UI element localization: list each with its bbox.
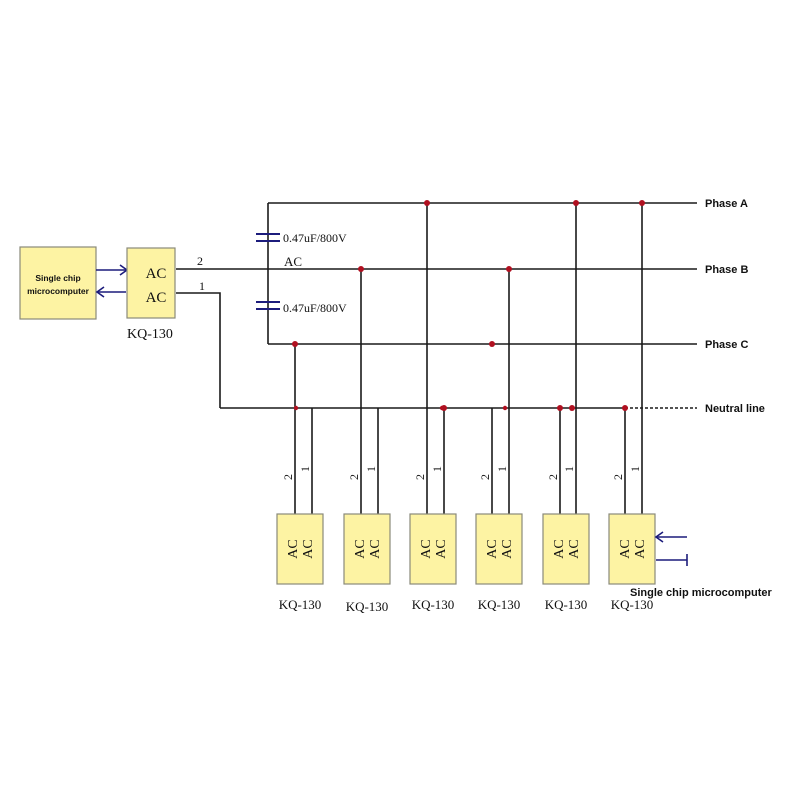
phase-busbars (176, 202, 697, 409)
junction-dot (424, 200, 430, 206)
relay-6-ac2: AC (633, 539, 648, 558)
relay-3-ac1: AC (419, 539, 434, 558)
main-relay-pin1: 1 (199, 279, 205, 293)
relay-5-ac2: AC (567, 539, 582, 558)
junction-dot (569, 405, 575, 411)
capacitor-ac-label: AC (284, 254, 302, 269)
right-mcu-signals (654, 531, 688, 566)
relay-2-pin2: 2 (347, 474, 361, 480)
junction-dot (439, 405, 445, 411)
main-relay-pin2: 2 (197, 254, 203, 268)
main-relay-ac1: AC (146, 266, 167, 282)
junction-dot (292, 341, 298, 347)
main-relay-wire-1 (176, 292, 221, 408)
relay-3-box (409, 513, 457, 585)
mcu-label-line1: Single chip (35, 273, 80, 283)
junction-dots (292, 200, 645, 411)
junction-dot (557, 405, 563, 411)
relay-to-mcu-arrowhead (95, 286, 105, 298)
relay-5-model: KQ-130 (545, 597, 588, 612)
relay-6-ac1: AC (618, 539, 633, 558)
phase-c-label: Phase C (705, 339, 748, 351)
right-mcu-input-arrowhead (654, 531, 664, 543)
relay-2-model: KQ-130 (346, 599, 389, 614)
junction-dot (573, 200, 579, 206)
relay-4-pin1: 1 (495, 466, 509, 472)
junction-dot (358, 266, 364, 272)
relay-2-ac2: AC (368, 539, 383, 558)
right-mcu-label: Single chip microcomputer (630, 587, 773, 599)
main-relay-box (126, 247, 176, 319)
relay-5-box (542, 513, 590, 585)
relay-1-ac1: AC (286, 539, 301, 558)
relay-1-pin1: 1 (298, 466, 312, 472)
junction-dot (502, 405, 508, 411)
relay-1-box (276, 513, 324, 585)
relay-5-pin1: 1 (562, 466, 576, 472)
main-controller: Single chip microcomputer AC AC KQ-130 2… (19, 246, 221, 408)
relay-4-pin2: 2 (478, 474, 492, 480)
relay-4-ac2: AC (500, 539, 515, 558)
relay-5-ac1: AC (552, 539, 567, 558)
relay-6-pin2: 2 (611, 474, 625, 480)
relay-3-ac2: AC (434, 539, 449, 558)
junction-dot (293, 405, 299, 411)
relay-2-ac1: AC (353, 539, 368, 558)
phase-b-label: Phase B (705, 264, 748, 276)
mcu-label-line2: microcomputer (27, 286, 90, 296)
junction-dot (506, 266, 512, 272)
phase-a-label: Phase A (705, 198, 748, 210)
mcu-box (19, 246, 97, 320)
junction-dot (639, 200, 645, 206)
neutral-line-label: Neutral line (705, 403, 765, 415)
relay-6-box (608, 513, 656, 585)
capacitor-bottom-label: 0.47uF/800V (283, 301, 347, 315)
relay-3-pin2: 2 (413, 474, 427, 480)
relay-3-pin1: 1 (430, 466, 444, 472)
relay-6-pin1: 1 (628, 466, 642, 472)
relay-1-pin2: 2 (281, 474, 295, 480)
relay-5-pin2: 2 (546, 474, 560, 480)
relay-2-box (343, 513, 391, 585)
junction-dot (622, 405, 628, 411)
capacitor-network (256, 203, 280, 344)
relay-4-model: KQ-130 (478, 597, 521, 612)
junction-dot (489, 341, 495, 347)
relay-6-model: KQ-130 (611, 597, 654, 612)
relay-4-ac1: AC (485, 539, 500, 558)
relay-1-ac2: AC (301, 539, 316, 558)
relay-2-pin1: 1 (364, 466, 378, 472)
relay-3-model: KQ-130 (412, 597, 455, 612)
relay-1-model: KQ-130 (279, 597, 322, 612)
relay-4-box (475, 513, 523, 585)
main-relay-model: KQ-130 (127, 327, 173, 342)
capacitor-top-label: 0.47uF/800V (283, 231, 347, 245)
main-relay-ac2: AC (146, 290, 167, 306)
